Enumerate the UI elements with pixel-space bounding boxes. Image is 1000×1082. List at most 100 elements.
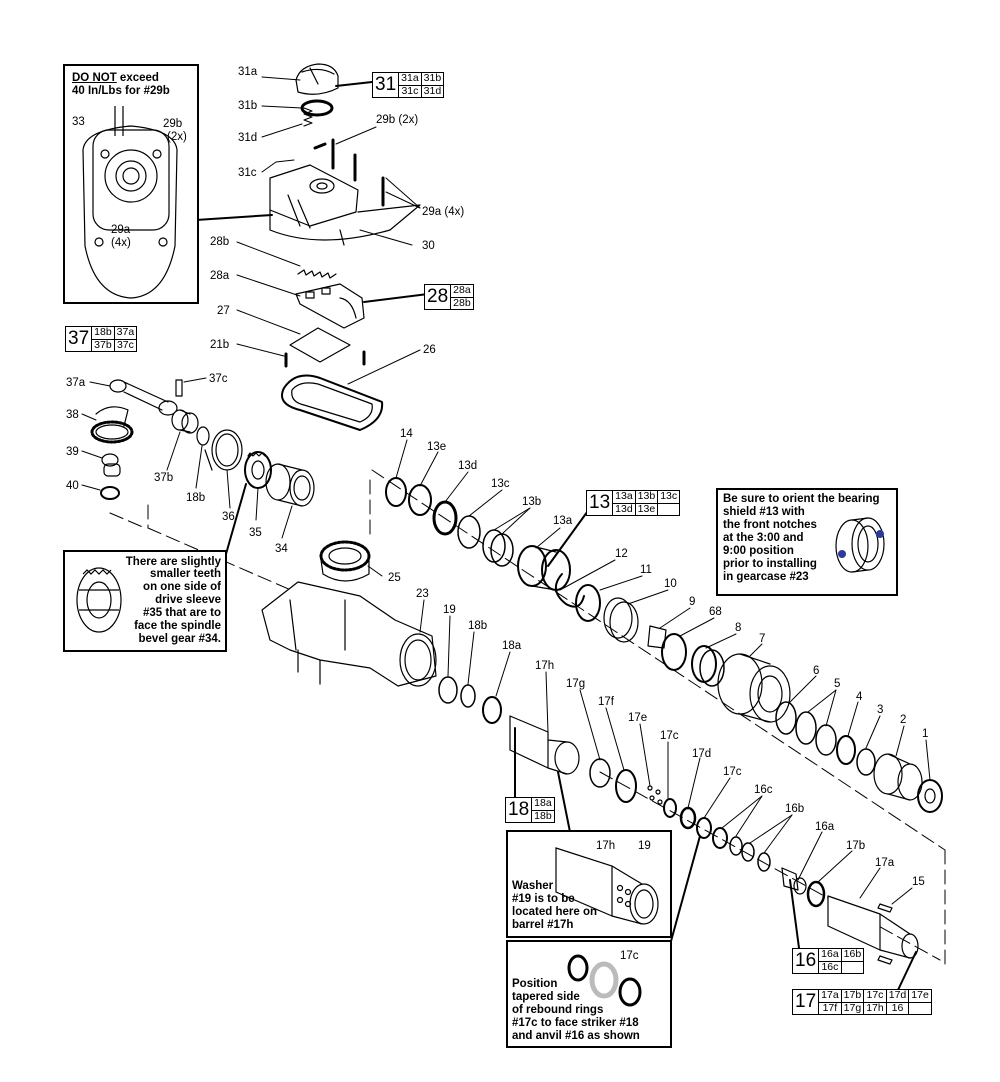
kit-part-cell: 17c — [864, 990, 887, 1003]
callout-17e: 17e — [628, 712, 648, 724]
callout-4: 4 — [856, 691, 863, 703]
kit-part-cell: 13b — [635, 491, 659, 504]
kit-part-cell: 37b — [92, 339, 115, 351]
kit-number: 17 — [793, 990, 820, 1014]
drive-sleeve-line-1: There are slightly — [125, 556, 221, 568]
callout-19-inset: 19 — [638, 840, 651, 852]
bearing-line-4: at the 3:00 and — [723, 532, 804, 544]
kit-part-cell: 18a — [532, 797, 554, 811]
part-38-gear — [90, 406, 134, 444]
kit-number: 28 — [425, 285, 452, 309]
callout-29b-inset: 29b — [163, 118, 183, 130]
callout-25: 25 — [388, 572, 401, 584]
callout-34: 34 — [275, 543, 288, 555]
washer-line-1: Washer — [512, 880, 554, 892]
part-26-gasket — [281, 374, 384, 431]
kit-part-cell: 16b — [841, 948, 864, 962]
callout-18b-left: 18b — [186, 492, 206, 504]
kit-number: 31 — [373, 73, 400, 97]
washer-line-4: barrel #17h — [512, 919, 574, 931]
callout-17h-inset: 17h — [596, 840, 616, 852]
callout-11: 11 — [640, 564, 652, 576]
part-28a-latch — [295, 283, 365, 329]
note-rebound-rings: 17c Position tapered side of rebound rin… — [506, 940, 672, 1048]
leader-lines — [81, 76, 931, 905]
kit-part-cell: 37c — [116, 338, 134, 351]
callout-17c-second: 17c — [723, 766, 742, 778]
kit-part-cell: 16c — [819, 961, 842, 973]
part-31a-cap-knob — [295, 63, 339, 95]
kit-part-cell: 13e — [636, 503, 659, 515]
part-35-drive-sleeve — [244, 451, 272, 489]
callout-17h: 17h — [535, 660, 555, 672]
kit-part-cell: 13c — [658, 490, 680, 504]
callout-5: 5 — [834, 678, 841, 690]
kit-number: 16 — [793, 949, 820, 973]
drive-sleeve-line-7: bevel gear #34. — [138, 633, 221, 645]
drive-sleeve-line-3: on one side of — [143, 581, 221, 593]
bearing-shield-illustration — [835, 517, 885, 573]
callout-37b: 37b — [154, 472, 174, 484]
kit-number: 37 — [66, 327, 93, 351]
callout-17g: 17g — [566, 678, 586, 690]
part-2-bearing — [873, 753, 923, 801]
torque-text-2: 40 In/Lbs for #29b — [72, 85, 170, 97]
washer-line-2: #19 is to be — [512, 893, 575, 905]
kit-part-cell: 37a — [114, 326, 137, 340]
callout-31c: 31c — [238, 167, 257, 179]
kit-part-cell: 16a — [819, 949, 842, 962]
drive-sleeve-line-2: smaller teeth — [150, 568, 221, 580]
note-bearing-shield: Be sure to orient the bearing shield #13… — [716, 488, 898, 596]
callout-23: 23 — [416, 588, 429, 600]
callout-16b: 16b — [785, 803, 805, 815]
kit-part-cell: 18b — [534, 809, 552, 822]
barrel-illustration — [555, 847, 659, 925]
callout-17b: 17b — [846, 840, 866, 852]
kit-number: 13 — [587, 491, 614, 515]
right-row-parts — [385, 477, 943, 813]
part-27-plate — [289, 327, 351, 363]
kit-part-cell: 18b — [92, 327, 115, 340]
callout-13e: 13e — [427, 441, 447, 453]
callout-29a-inset: 29a — [111, 224, 131, 236]
kit-part-cell: 13d — [613, 503, 636, 515]
bearing-line-7: in gearcase #23 — [723, 571, 809, 583]
callout-14: 14 — [400, 428, 413, 440]
callout-1: 1 — [922, 728, 929, 740]
callout-21b: 21b — [210, 339, 230, 351]
callout-16c: 16c — [754, 784, 773, 796]
callout-26: 26 — [423, 344, 436, 356]
housing-top-view-illustration — [82, 106, 178, 299]
rebound-line-3: of rebound rings — [512, 1004, 604, 1016]
rebound-line-4: #17c to face striker #18 — [512, 1017, 639, 1029]
callout-40: 40 — [66, 480, 79, 492]
kit-number: 18 — [506, 798, 533, 822]
callout-28b: 28b — [210, 236, 230, 248]
callout-10: 10 — [664, 578, 677, 590]
bearing-line-1: Be sure to orient the bearing — [723, 493, 880, 505]
note-washer: 17h 19 Washer #19 is to be located here … — [506, 830, 672, 938]
kit-part-cell: 17e — [909, 989, 931, 1003]
part-7-sleeve — [717, 653, 791, 723]
callout-13c: 13c — [491, 478, 510, 490]
part-23-gearcase — [261, 581, 437, 687]
kit-part-cell: 17b — [841, 990, 865, 1003]
rebound-line-1: Position — [512, 978, 558, 990]
callout-29b-qty-inset: (2x) — [167, 131, 187, 143]
callout-31d: 31d — [238, 132, 258, 144]
callout-33: 33 — [72, 116, 85, 128]
kit-part-cell: 31a — [399, 73, 422, 86]
callout-29a-qty-inset: (4x) — [111, 237, 131, 249]
note-drive-sleeve: There are slightly smaller teeth on one … — [63, 550, 227, 652]
callout-68: 68 — [709, 606, 722, 618]
kit-part-cell: 28a — [451, 284, 473, 298]
callout-17a: 17a — [875, 857, 895, 869]
kit-part-cell: 28b — [453, 296, 471, 309]
callout-6: 6 — [813, 665, 820, 677]
callout-18b: 18b — [468, 620, 488, 632]
callout-13a: 13a — [553, 515, 573, 527]
